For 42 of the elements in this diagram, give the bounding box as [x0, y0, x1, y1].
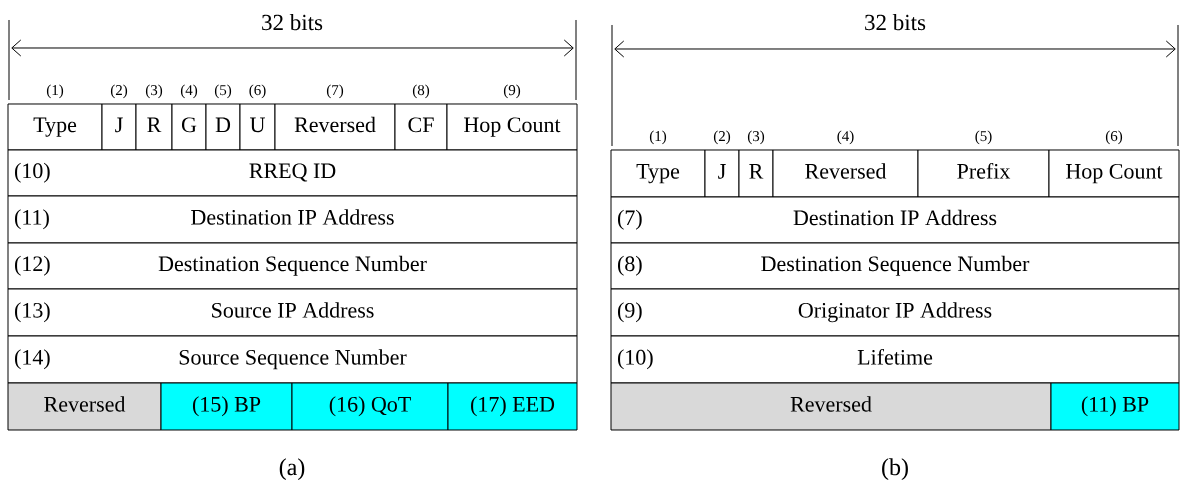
- field-row: (11) Destination IP Address: [7, 195, 578, 244]
- field-number: (4): [837, 130, 854, 145]
- field-cell: U: [239, 103, 276, 151]
- field-row: (10) Lifetime: [610, 335, 1180, 384]
- panel-label: (a): [279, 458, 305, 481]
- field-row: (14) Source Sequence Number: [7, 335, 578, 384]
- field-number: (1): [649, 130, 667, 145]
- field-cell: J: [704, 149, 740, 198]
- field-cell: G: [171, 103, 207, 151]
- field-number: (4): [180, 84, 198, 99]
- panel-label: (b): [882, 458, 908, 481]
- field-number: (8): [412, 84, 430, 99]
- field-number: (7): [326, 84, 344, 99]
- field-number: (5): [975, 130, 992, 145]
- field-row: (13) Source IP Address: [7, 288, 578, 337]
- field-number: (2): [110, 84, 128, 99]
- field-cell: R: [135, 103, 173, 151]
- field-number: (6): [1105, 130, 1123, 145]
- field-row: (8) Destination Sequence Number: [610, 242, 1180, 290]
- field-cell: (16) QoT: [291, 382, 449, 431]
- field-cell: CF: [394, 103, 448, 151]
- field-row: (9) Originator IP Address: [610, 288, 1180, 337]
- field-row: (12) Destination Sequence Number: [7, 242, 578, 290]
- field-cell: R: [738, 149, 774, 198]
- dimension-label: 32 bits: [865, 14, 926, 31]
- field-cell: J: [101, 103, 137, 151]
- field-number: (2): [713, 130, 731, 145]
- field-number: (3): [145, 84, 163, 99]
- field-cell: Hop Count: [1048, 149, 1180, 198]
- field-cell: Reversed: [610, 382, 1052, 431]
- field-cell: Reversed: [7, 382, 162, 431]
- field-number: (9): [503, 84, 521, 99]
- field-number: (3): [747, 130, 765, 145]
- field-cell: (15) BP: [160, 382, 293, 431]
- field-cell: (11) BP: [1050, 382, 1180, 431]
- field-cell: D: [205, 103, 241, 151]
- field-number: (5): [214, 84, 232, 99]
- field-cell: Prefix: [917, 149, 1050, 198]
- field-cell: (17) EED: [447, 382, 578, 431]
- dimension-label: 32 bits: [262, 14, 323, 31]
- field-number: (6): [249, 84, 266, 99]
- field-number: (1): [46, 84, 64, 99]
